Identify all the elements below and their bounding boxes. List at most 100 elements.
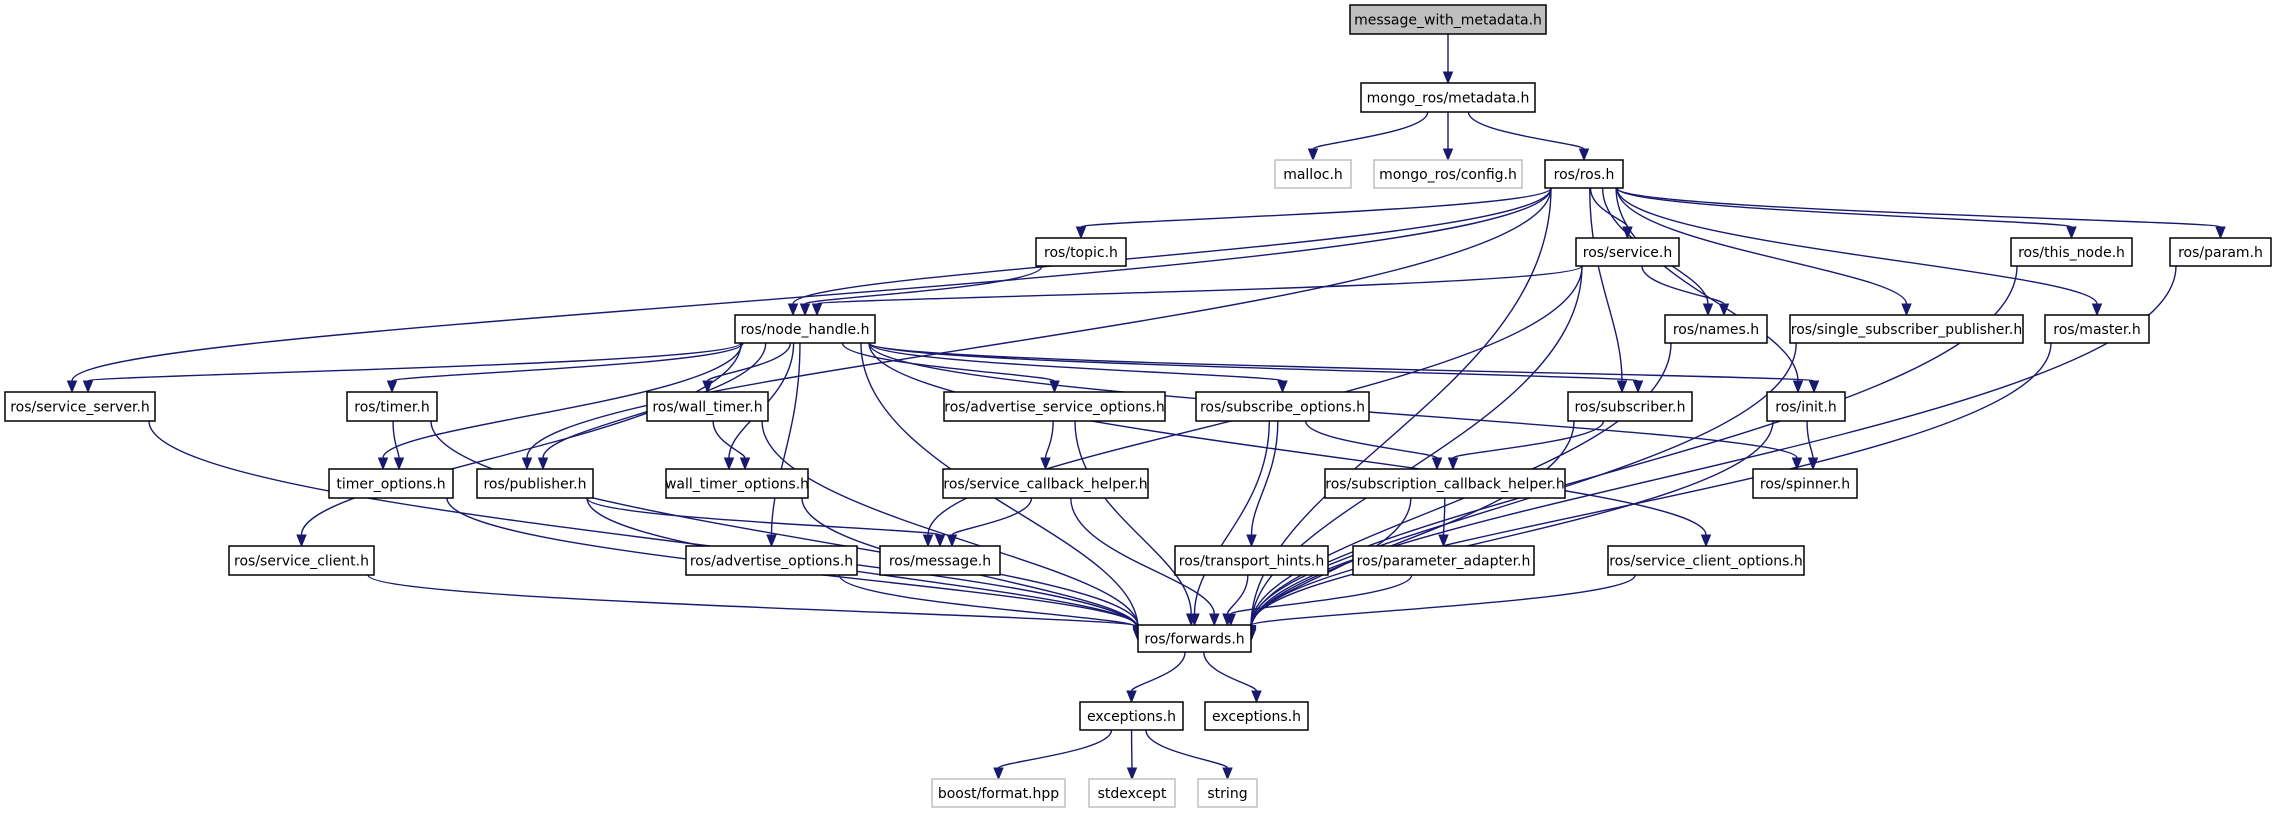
edge-line bbox=[526, 187, 1552, 459]
node-label: ros/single_subscriber_publisher.h bbox=[1791, 322, 2022, 338]
node-exceptions1[interactable]: exceptions.h bbox=[1079, 701, 1184, 731]
node-sub-cb-helper[interactable]: ros/subscription_callback_helper.h bbox=[1324, 468, 1566, 499]
node-label: mongo_ros/config.h bbox=[1379, 167, 1517, 183]
edge-timer-to-forwards bbox=[430, 420, 1144, 638]
edge-line bbox=[87, 342, 742, 382]
node-ros[interactable]: ros/ros.h bbox=[1544, 159, 1624, 189]
node-label: ros/subscribe_options.h bbox=[1200, 400, 1365, 416]
edge-line bbox=[71, 187, 1552, 382]
arrowhead-icon bbox=[1700, 534, 1712, 548]
arrowhead-icon bbox=[811, 303, 823, 317]
edge-line bbox=[868, 342, 1707, 536]
node-box bbox=[1766, 391, 1846, 422]
edge-adv_srv_opts-to-srv_cb_helper bbox=[1040, 420, 1054, 471]
arrowhead-icon bbox=[1807, 457, 1819, 471]
arrowhead-icon bbox=[1189, 613, 1200, 627]
node-config: mongo_ros/config.h bbox=[1373, 159, 1523, 189]
node-srv-cb-helper[interactable]: ros/service_callback_helper.h bbox=[942, 468, 1149, 499]
edge-ros-to-node_handle bbox=[787, 187, 1552, 317]
node-master[interactable]: ros/master.h bbox=[2044, 314, 2150, 344]
edge-metadata-to-config bbox=[1442, 111, 1454, 162]
node-timer-opts[interactable]: timer_options.h bbox=[328, 468, 454, 499]
edge-line bbox=[770, 342, 801, 536]
node-service-server[interactable]: ros/service_server.h bbox=[4, 391, 156, 422]
arrowhead-icon bbox=[1438, 534, 1449, 548]
edge-line bbox=[1616, 187, 2222, 228]
node-box bbox=[2044, 314, 2150, 344]
node-sub-opts[interactable]: ros/subscribe_options.h bbox=[1195, 391, 1370, 422]
node-transport-hints[interactable]: ros/transport_hints.h bbox=[1174, 545, 1329, 576]
node-subscriber[interactable]: ros/subscriber.h bbox=[1567, 391, 1693, 422]
edge-line bbox=[792, 187, 1552, 305]
node-exceptions2[interactable]: exceptions.h bbox=[1204, 701, 1309, 731]
edge-node_handle-to-timer_opts bbox=[377, 342, 743, 471]
node-adv-srv-opts[interactable]: ros/advertise_service_options.h bbox=[943, 391, 1166, 422]
node-label: ros/service_client.h bbox=[234, 554, 369, 570]
edge-line bbox=[1230, 574, 1413, 615]
arrowhead-icon bbox=[386, 380, 398, 394]
node-label: ros/advertise_service_options.h bbox=[944, 400, 1164, 416]
node-label: ros/ros.h bbox=[1554, 167, 1615, 183]
node-service[interactable]: ros/service.h bbox=[1575, 237, 1680, 267]
arrowhead-icon bbox=[537, 457, 549, 471]
node-root[interactable]: message_with_metadata.h bbox=[1349, 4, 1547, 35]
node-param-adapter[interactable]: ros/parameter_adapter.h bbox=[1352, 545, 1535, 576]
node-wall-timer-opts[interactable]: wall_timer_options.h bbox=[665, 468, 809, 499]
edge-line bbox=[997, 729, 1113, 769]
arrowhead-icon bbox=[1578, 148, 1590, 162]
edge-line bbox=[1070, 497, 1215, 615]
edge-line bbox=[1250, 265, 1583, 628]
edge-line bbox=[1250, 342, 1797, 627]
node-wall-timer[interactable]: ros/wall_timer.h bbox=[646, 391, 769, 422]
node-forwards[interactable]: ros/forwards.h bbox=[1137, 624, 1252, 653]
node-label: ros/transport_hints.h bbox=[1179, 554, 1324, 570]
node-label: wall_timer_options.h bbox=[665, 477, 809, 493]
edge-line bbox=[586, 497, 1139, 628]
edge-sub_opts-to-sub_cb_helper bbox=[1304, 420, 1443, 471]
node-box bbox=[1544, 159, 1624, 189]
arrowhead-icon bbox=[1632, 380, 1644, 394]
node-this-node[interactable]: ros/this_node.h bbox=[2010, 237, 2133, 267]
node-init[interactable]: ros/init.h bbox=[1766, 391, 1846, 422]
node-label: message_with_metadata.h bbox=[1354, 13, 1542, 29]
edge-line bbox=[838, 574, 1139, 629]
node-label: timer_options.h bbox=[336, 477, 445, 493]
node-service-client[interactable]: ros/service_client.h bbox=[228, 545, 375, 576]
node-single-sub-pub[interactable]: ros/single_subscriber_publisher.h bbox=[1789, 314, 2024, 344]
node-box bbox=[1349, 4, 1547, 35]
edge-node_handle-to-init bbox=[868, 342, 1820, 394]
edge-node_handle-to-service_server bbox=[82, 342, 742, 394]
node-spinner[interactable]: ros/spinner.h bbox=[1752, 468, 1858, 499]
node-message[interactable]: ros/message.h bbox=[879, 545, 1001, 576]
node-label: exceptions.h bbox=[1212, 709, 1301, 725]
edge-line bbox=[1250, 420, 1279, 536]
edge-line bbox=[951, 497, 1033, 536]
node-box bbox=[1088, 778, 1176, 808]
edge-line bbox=[1250, 342, 2052, 628]
node-node-handle[interactable]: ros/node_handle.h bbox=[734, 314, 876, 344]
edge-publisher-to-forwards bbox=[586, 497, 1144, 640]
arrowhead-icon bbox=[1616, 380, 1628, 394]
edge-line bbox=[804, 265, 1043, 305]
node-names[interactable]: ros/names.h bbox=[1664, 314, 1768, 344]
arrowhead-icon bbox=[1718, 303, 1730, 317]
node-param[interactable]: ros/param.h bbox=[2169, 237, 2272, 267]
node-label: ros/wall_timer.h bbox=[652, 400, 762, 416]
edge-line bbox=[1250, 497, 1412, 626]
node-timer[interactable]: ros/timer.h bbox=[346, 391, 438, 422]
node-string: string bbox=[1197, 778, 1258, 808]
node-publisher[interactable]: ros/publisher.h bbox=[476, 468, 594, 499]
node-label: boost/format.hpp bbox=[938, 786, 1059, 802]
node-adv-opts[interactable]: ros/advertise_options.h bbox=[685, 545, 858, 576]
edge-exceptions1-to-string bbox=[1145, 729, 1233, 781]
node-box bbox=[1664, 314, 1768, 344]
node-topic[interactable]: ros/topic.h bbox=[1035, 237, 1127, 267]
node-label: ros/service.h bbox=[1583, 245, 1673, 261]
node-srv-client-opts[interactable]: ros/service_client_options.h bbox=[1607, 545, 1805, 576]
edge-service-to-names bbox=[1641, 265, 1730, 317]
edge-line bbox=[1080, 187, 1552, 228]
arrowhead-icon bbox=[1442, 71, 1454, 85]
node-label: ros/master.h bbox=[2053, 322, 2140, 338]
node-metadata[interactable]: mongo_ros/metadata.h bbox=[1360, 82, 1536, 113]
